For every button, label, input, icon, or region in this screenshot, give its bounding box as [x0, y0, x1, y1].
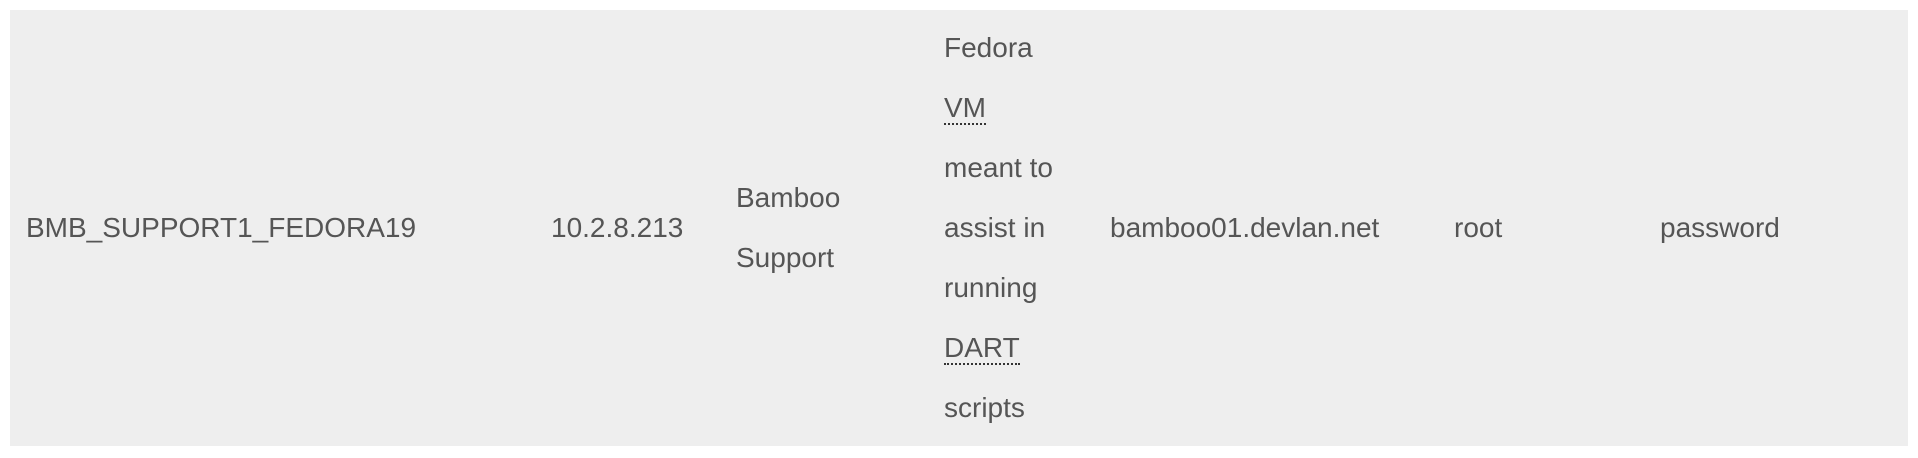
table-row: BMB_SUPPORT1_FEDORA19 10.2.8.213 Bamboo …	[10, 10, 1908, 446]
hostname: bamboo01.devlan.net	[1110, 212, 1380, 243]
vm-name: BMB_SUPPORT1_FEDORA19	[26, 212, 417, 243]
vm-abbreviation[interactable]: VM	[944, 92, 986, 125]
description-line-3: meant to	[944, 152, 1053, 183]
password: password	[1660, 212, 1780, 243]
dart-abbreviation[interactable]: DART	[944, 332, 1020, 365]
ip-address-cell: 10.2.8.213	[551, 10, 683, 446]
description-line-5: running	[944, 272, 1038, 303]
hostname-cell: bamboo01.devlan.net	[1110, 10, 1379, 446]
description-line-1: Fedora	[944, 32, 1033, 63]
ip-address: 10.2.8.213	[551, 212, 684, 243]
description-line-7: scripts	[944, 392, 1025, 423]
description-line-4: assist in	[944, 212, 1046, 243]
purpose-line-1: Bamboo	[736, 182, 841, 213]
vm-name-cell: BMB_SUPPORT1_FEDORA19	[26, 10, 416, 446]
username: root	[1454, 212, 1503, 243]
purpose-cell: Bamboo Support	[736, 10, 886, 446]
username-cell: root	[1454, 10, 1502, 446]
purpose-line-2: Support	[736, 242, 835, 273]
password-cell: password	[1660, 10, 1780, 446]
description-cell: Fedora VM meant to assist in running DAR…	[944, 10, 1094, 446]
